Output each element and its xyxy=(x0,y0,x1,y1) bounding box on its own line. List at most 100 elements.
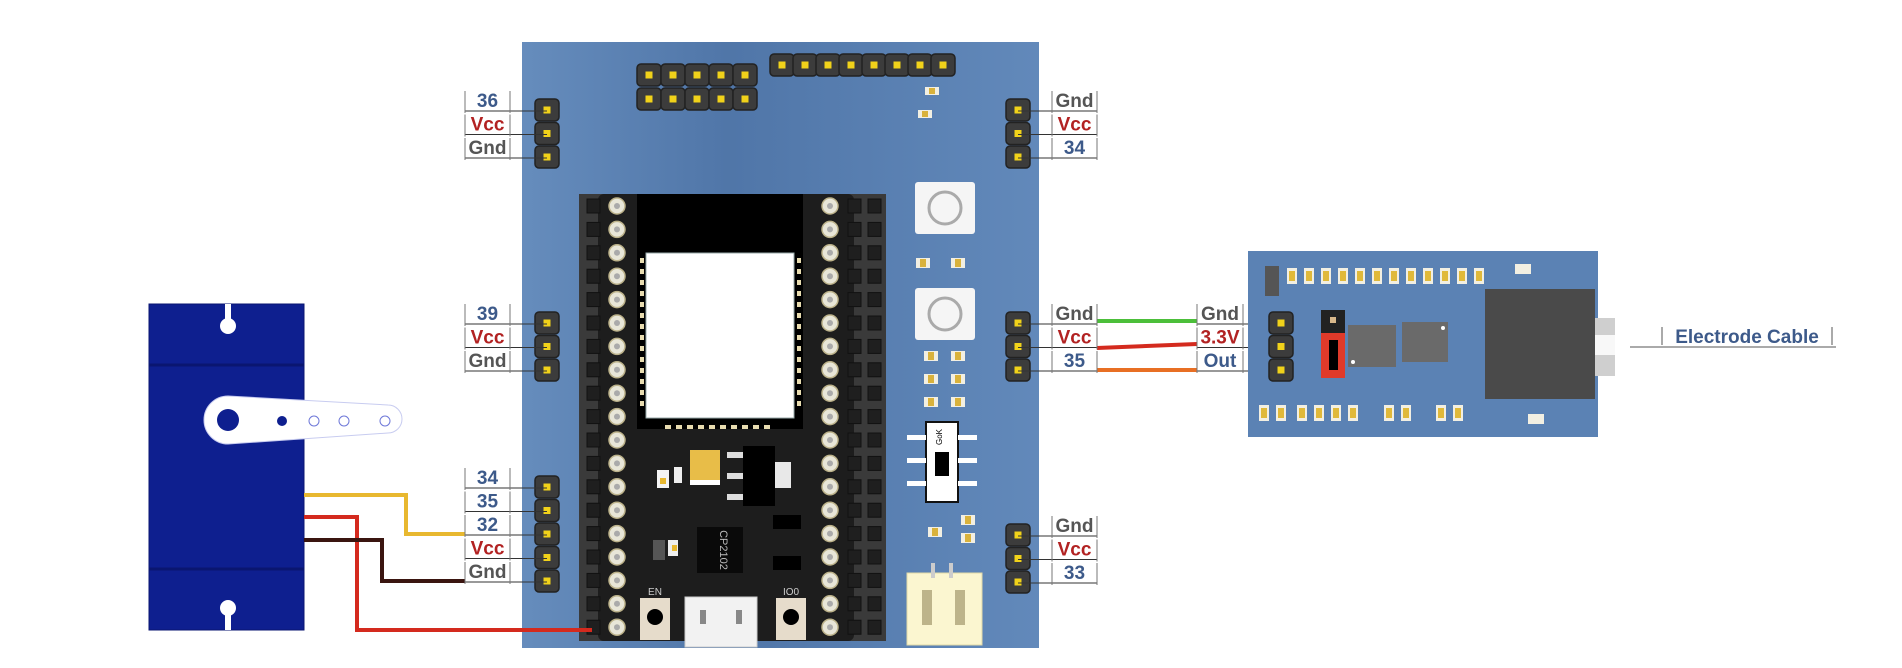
socket-hole xyxy=(867,502,882,518)
top-2x5-header-pin[interactable] xyxy=(636,63,662,87)
top-2x5-header-pin[interactable] xyxy=(660,87,686,111)
module-pad xyxy=(640,357,644,362)
socket-hole xyxy=(847,245,862,261)
top-2x5-header-pin[interactable] xyxy=(684,63,710,87)
header-pin-32[interactable] xyxy=(534,522,560,546)
socket-hole xyxy=(867,315,882,331)
mount-hole-bottom xyxy=(220,600,236,616)
module-pad xyxy=(640,379,644,384)
module-pad xyxy=(764,425,770,429)
socket-hole xyxy=(867,198,882,214)
header-pin-36[interactable] xyxy=(534,98,560,122)
socket-hole xyxy=(867,432,882,448)
en-button-label: EN xyxy=(648,587,662,598)
header-pin-33[interactable] xyxy=(1005,570,1031,594)
module-pad xyxy=(640,324,644,329)
module-pad xyxy=(797,390,801,395)
esp32-shield-can xyxy=(645,252,795,419)
audio-jack[interactable] xyxy=(1485,289,1615,399)
module-pad xyxy=(797,291,801,296)
jumper-switch[interactable] xyxy=(1321,310,1345,378)
sensor-pin-gnd[interactable] xyxy=(1268,311,1294,335)
servo-ground-wire xyxy=(304,538,465,583)
header-pin-34[interactable] xyxy=(1005,145,1031,169)
boot-button[interactable]: IO0 xyxy=(776,587,806,640)
module-pad xyxy=(640,335,644,340)
header-pin-35[interactable] xyxy=(534,498,560,523)
header-pin-vcc[interactable] xyxy=(1005,121,1031,146)
smd-pad xyxy=(922,111,928,117)
top-1x8-header-pin[interactable] xyxy=(815,53,841,77)
header-pin-gnd[interactable] xyxy=(1005,311,1031,335)
header-pin-vcc[interactable] xyxy=(534,545,560,570)
top-1x8-header-pin[interactable] xyxy=(792,53,818,77)
top-2x5-header-pin[interactable] xyxy=(684,87,710,111)
module-pad xyxy=(797,258,801,263)
socket-hole xyxy=(586,409,601,425)
header-pin-vcc[interactable] xyxy=(1005,334,1031,359)
top-2x5-header-pin[interactable] xyxy=(708,87,734,111)
socket-hole xyxy=(586,245,601,261)
header-pin-35[interactable] xyxy=(1005,358,1031,382)
top-2x5-header-pin[interactable] xyxy=(732,87,758,111)
power-slide-switch[interactable]: GoK xyxy=(907,421,977,503)
socket-hole xyxy=(867,409,882,425)
socket-hole xyxy=(586,221,601,237)
jst-battery-connector[interactable] xyxy=(906,563,983,646)
regulator-lead xyxy=(727,452,743,458)
top-2x5-header-pin[interactable] xyxy=(708,63,734,87)
module-pad xyxy=(665,425,671,429)
header-pin-vcc[interactable] xyxy=(534,334,560,359)
header-pin-gnd[interactable] xyxy=(534,358,560,382)
smd-pad xyxy=(660,478,666,484)
transistor xyxy=(773,515,801,529)
header-pin-39[interactable] xyxy=(534,311,560,335)
top-2x5-header-pin[interactable] xyxy=(660,63,686,87)
socket-hole xyxy=(586,385,601,401)
chip-label: CP2102 xyxy=(717,530,729,570)
en-button[interactable]: EN xyxy=(640,587,670,640)
top-2x5-header-pin[interactable] xyxy=(732,63,758,87)
socket-hole xyxy=(586,572,601,588)
module-pad xyxy=(797,324,801,329)
pin-label: Vcc xyxy=(1058,115,1092,136)
module-pad xyxy=(797,346,801,351)
socket-hole xyxy=(586,338,601,354)
module-pad xyxy=(640,401,644,406)
top-1x8-header-pin[interactable] xyxy=(930,53,956,77)
top-1x8-header-pin[interactable] xyxy=(838,53,864,77)
header-pin-gnd[interactable] xyxy=(534,569,560,593)
header-pin-vcc[interactable] xyxy=(1005,546,1031,571)
socket-hole xyxy=(867,526,882,542)
top-1x8-header-pin[interactable] xyxy=(769,53,795,77)
program-button[interactable] xyxy=(915,288,975,340)
top-1x8-header-pin[interactable] xyxy=(907,53,933,77)
socket-hole xyxy=(847,315,862,331)
socket-hole xyxy=(586,619,601,635)
pin-label: Gnd xyxy=(1056,304,1094,325)
module-pad xyxy=(797,379,801,384)
reset-button[interactable] xyxy=(915,182,975,234)
module-pad xyxy=(640,346,644,351)
header-pin-34[interactable] xyxy=(534,475,560,499)
sensor-pin-header xyxy=(1268,311,1294,382)
sensor-pin-3-3v[interactable] xyxy=(1268,334,1294,359)
header-pin-gnd[interactable] xyxy=(1005,523,1031,547)
header-pin-gnd[interactable] xyxy=(1005,98,1031,122)
servo-signal-wire xyxy=(304,493,465,536)
socket-hole xyxy=(847,549,862,565)
micro-usb-port[interactable] xyxy=(684,596,758,648)
top-2x5-header-pin[interactable] xyxy=(636,87,662,111)
sensor-pin-out[interactable] xyxy=(1268,358,1294,382)
top-1x8-header-pin[interactable] xyxy=(884,53,910,77)
smd-pad xyxy=(672,545,677,551)
pin-labels: 36VccGnd39VccGnd343532VccGndGndVcc34GndV… xyxy=(464,91,1281,585)
sensor-pin-label: Out xyxy=(1204,351,1237,372)
header-pin-vcc[interactable] xyxy=(534,121,560,146)
module-pad xyxy=(709,425,715,429)
socket-hole xyxy=(847,572,862,588)
top-1x8-header-pin[interactable] xyxy=(861,53,887,77)
header-pin-gnd[interactable] xyxy=(534,145,560,169)
smd-pad xyxy=(929,88,935,94)
socket-hole xyxy=(847,455,862,471)
